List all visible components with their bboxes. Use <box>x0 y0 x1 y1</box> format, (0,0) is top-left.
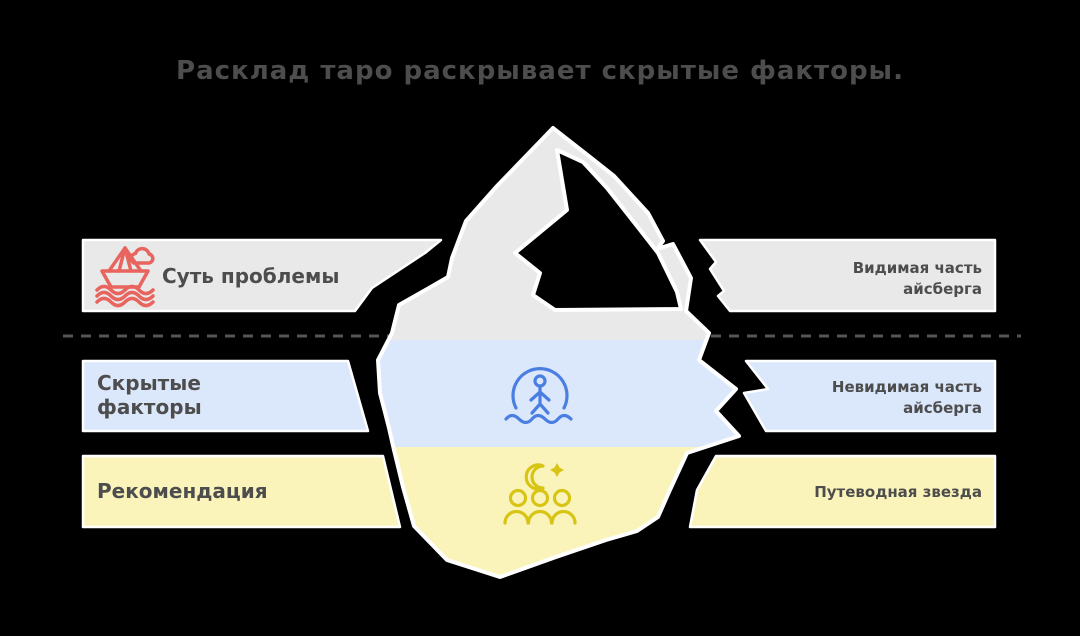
visible-right-label-line1: Видимая часть <box>853 259 982 277</box>
iceberg-hidden-section <box>378 340 739 447</box>
hidden-right-label-line1: Невидимая часть <box>832 378 982 396</box>
person-overboard-icon <box>504 367 573 425</box>
left-bands <box>81 238 443 529</box>
iceberg-outline <box>376 126 741 579</box>
water-wave <box>504 413 573 425</box>
wave-line-2 <box>95 290 155 302</box>
hidden-right-label-line2: айсберга <box>903 399 982 417</box>
visible-band-right <box>698 238 997 313</box>
ring-shape <box>511 367 569 410</box>
recommendation-right-label: Путеводная звезда <box>814 483 982 501</box>
person-body <box>529 384 551 415</box>
guiding-star-group-icon <box>503 463 577 525</box>
wave-line-3 <box>95 296 155 308</box>
recommendation-band-right <box>688 454 997 529</box>
person-shoulders-middle <box>526 509 554 525</box>
right-bands <box>688 238 997 529</box>
hidden-band-left <box>81 359 370 433</box>
crescent-moon-shape <box>524 463 545 491</box>
page-title: Расклад таро раскрывает скрытые факторы. <box>176 56 904 86</box>
person-head-middle <box>530 488 550 508</box>
person-head-right <box>552 488 572 508</box>
visible-right-label-line2: айсберга <box>903 280 982 298</box>
paper-boat-icon <box>95 246 155 308</box>
person-shoulders-right <box>550 509 577 525</box>
person-shoulders-left <box>503 509 530 525</box>
hidden-left-label-line1: Скрытые <box>97 371 201 395</box>
visible-band-left <box>81 238 443 313</box>
recommendation-band-left <box>81 454 402 529</box>
star-shape <box>550 463 564 477</box>
wave-line-1 <box>95 284 155 296</box>
boat-fold-lines <box>117 246 133 273</box>
person-head-left <box>508 488 528 508</box>
hidden-band-right <box>742 359 997 433</box>
recommendation-left-label: Рекомендация <box>97 479 268 503</box>
hidden-left-label-line2: факторы <box>97 395 202 419</box>
visible-left-label: Суть проблемы <box>162 264 339 288</box>
